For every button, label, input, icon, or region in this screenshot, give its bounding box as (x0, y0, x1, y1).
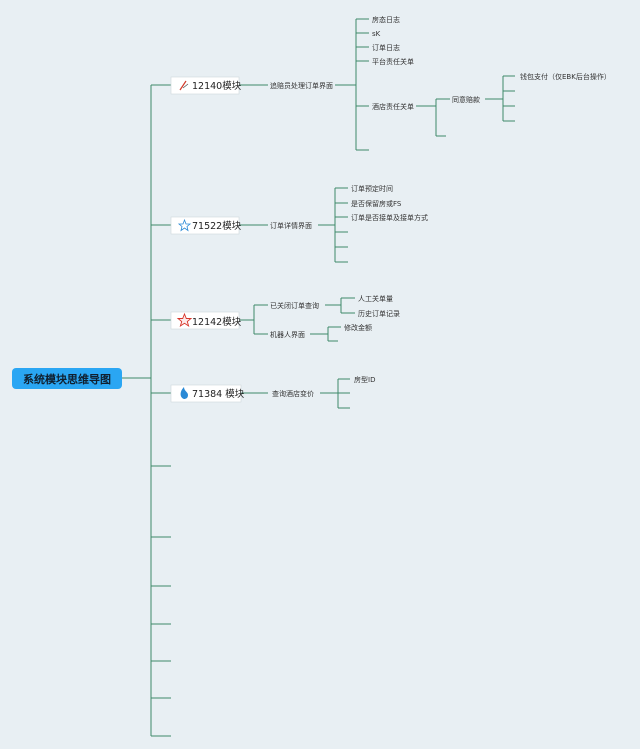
leaf-label[interactable]: 人工关单量 (358, 294, 393, 303)
branch-label[interactable]: 订单详情界面 (270, 221, 312, 230)
module-label: 12142模块 (192, 316, 242, 328)
leaf-label[interactable]: 钱包支付（仅EBK后台操作） (520, 72, 611, 81)
leaf-label[interactable]: 同意赔款 (452, 95, 480, 104)
leaf-label[interactable]: 订单预定时间 (351, 184, 393, 193)
module-label: 71522模块 (192, 220, 242, 232)
module-label: 71384 模块 (192, 388, 245, 400)
star-red-icon (176, 312, 193, 328)
module-node-12142[interactable]: 12142模块 (170, 311, 242, 330)
leaf-label[interactable]: 历史订单记录 (358, 309, 400, 318)
leaf-label[interactable]: 订单日志 (372, 43, 400, 52)
module-node-12140[interactable]: 12140模块 (170, 76, 242, 95)
root-node-label: 系统模块思维导图 (23, 372, 111, 386)
connector-lines (122, 18, 515, 737)
leaf-label[interactable]: 酒店责任关单 (372, 102, 414, 111)
flame-icon (180, 387, 188, 399)
module-node-71384[interactable]: 71384 模块 (170, 384, 245, 403)
leaf-label[interactable]: 修改金额 (344, 323, 372, 332)
leaf-label[interactable]: 房态日志 (372, 15, 400, 24)
leaf-label[interactable]: 房型ID (354, 375, 375, 384)
module-label: 12140模块 (192, 80, 242, 92)
branch-label[interactable]: 查询酒店变价 (272, 389, 314, 398)
module-node-71522[interactable]: 71522模块 (170, 216, 242, 235)
root-node[interactable]: 系统模块思维导图 (12, 368, 122, 389)
branch-label[interactable]: 机器人界面 (270, 330, 305, 339)
leaf-label[interactable]: 订单是否接单及接单方式 (351, 213, 428, 222)
star-outline-icon (177, 218, 192, 232)
pen-icon (179, 80, 189, 91)
branch-label[interactable]: 已关闭订单查询 (270, 301, 319, 310)
leaf-label[interactable]: 平台责任关单 (372, 57, 414, 66)
branch-label[interactable]: 追赔员处理订单界面 (270, 81, 333, 90)
leaf-label[interactable]: sK (372, 30, 381, 38)
leaf-label[interactable]: 是否保留房或FS (351, 199, 402, 208)
